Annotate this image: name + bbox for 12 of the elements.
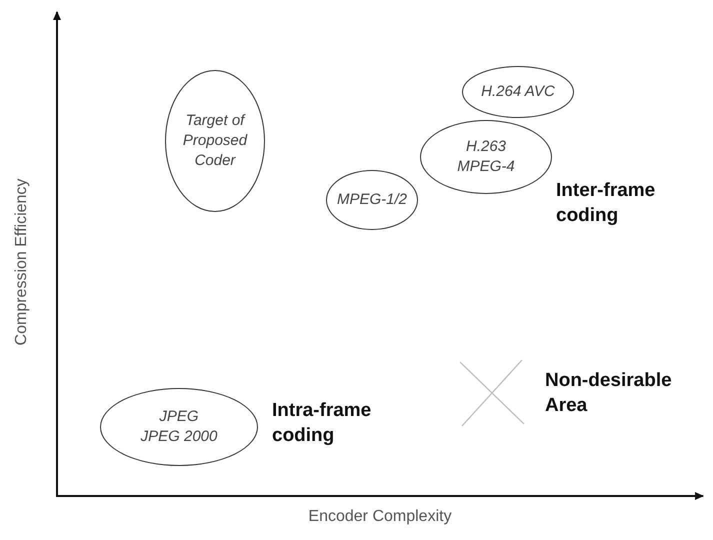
codec-name: JPEG — [158, 407, 200, 427]
axis-label: Compression Efficiency — [12, 178, 31, 348]
region-label: Inter-frame coding — [556, 179, 656, 228]
region-label: Non-desirable Area — [545, 369, 673, 418]
codec-name: Target of Proposed Coder — [182, 111, 248, 171]
codec-name: H.263 — [464, 137, 508, 157]
codec-name: MPEG-4 — [456, 157, 516, 177]
region-label: Intra-frame coding — [272, 399, 372, 448]
codec-name: H.264 AVC — [480, 82, 556, 102]
codec-name: MPEG-1/2 — [336, 190, 408, 210]
codec-name: JPEG 2000 — [140, 427, 218, 447]
axis-label: Encoder Complexity — [307, 507, 453, 527]
